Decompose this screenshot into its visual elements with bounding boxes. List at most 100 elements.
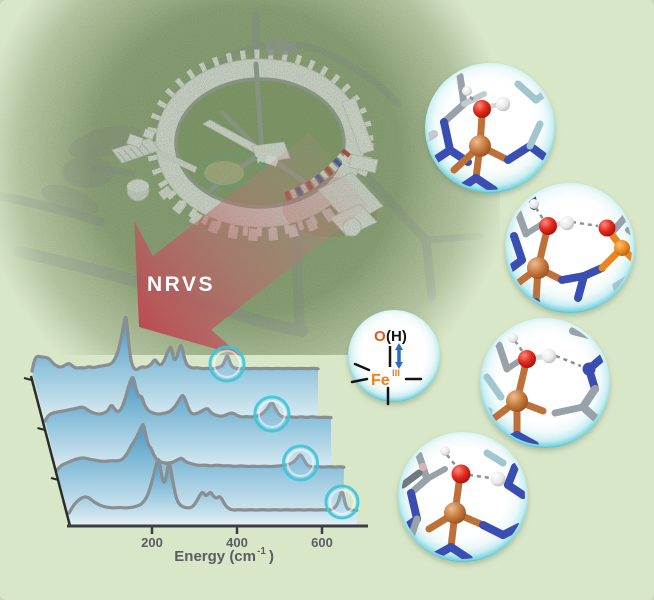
fe-atom <box>506 390 528 412</box>
highlight-circle-2 <box>253 395 291 433</box>
n-stick <box>513 431 539 445</box>
highlight-circle-inner-1 <box>213 350 242 378</box>
molecule-bubble-1-fe-oh-site <box>425 63 555 193</box>
c-stick <box>593 321 607 341</box>
t-stick <box>483 373 505 401</box>
plot-axes: 200 400 600 Energy (cm -1 ) <box>23 375 368 565</box>
spectrum-1-back-fill <box>32 317 318 427</box>
nrvs-label: NRVS <box>147 273 215 296</box>
hydrogen-bond-dash <box>468 473 492 480</box>
molecule-model <box>401 446 525 559</box>
h-atom <box>559 215 575 231</box>
y-axis-ticks <box>23 377 59 481</box>
bubble-sphere <box>425 63 555 193</box>
h-atom <box>440 446 450 456</box>
n-stick <box>447 543 473 559</box>
hydrogen-bond-dash <box>446 454 457 467</box>
spectra-series <box>30 315 359 526</box>
bubble-sphere <box>480 318 610 448</box>
grain-texture <box>0 0 500 355</box>
highlight-circle-inner-4 <box>328 489 355 515</box>
h-atom <box>508 333 518 343</box>
o-atom <box>473 100 491 118</box>
spectrum-2-fill <box>45 377 331 477</box>
spectrum-3-curve <box>55 422 346 472</box>
cl-stick <box>461 91 487 107</box>
spectrum-4-front-fill <box>69 459 357 526</box>
n-stick <box>504 142 534 164</box>
nrvs-arrow: NRVS <box>134 132 369 357</box>
x-axis-title-suffix: ) <box>269 548 274 565</box>
spectrum-4-front-curve <box>67 457 359 515</box>
o-atom <box>598 219 616 237</box>
p-atom <box>614 240 630 256</box>
x-tick-label-400: 400 <box>226 535 248 550</box>
spectrum-1-back-curve <box>30 315 320 373</box>
n-stick <box>499 523 523 539</box>
o-atom <box>451 464 471 484</box>
schematic-bubble-sphere <box>348 310 440 402</box>
schematic-oxidation-state: III <box>392 368 400 379</box>
hydrogen-bond-dash <box>534 207 545 220</box>
x-tick-label-200: 200 <box>141 535 163 550</box>
fe-oh-schematic-bubble: O (H) Fe III <box>348 310 440 406</box>
t-stick <box>526 120 544 150</box>
synchrotron-facility-illustration <box>0 0 500 355</box>
n-stick <box>440 118 454 154</box>
x-axis-ticks <box>150 526 324 534</box>
highlight-circle-inner-2 <box>257 400 286 428</box>
c-stick <box>551 403 587 417</box>
n-stick <box>514 298 540 310</box>
fe-atom <box>527 257 549 279</box>
highlight-circle-inner-3 <box>286 449 315 477</box>
h-atom <box>490 471 506 487</box>
x-axis-title: Energy (cm -1 ) <box>174 546 274 565</box>
spectrum-2-curve <box>43 375 333 423</box>
c-stick <box>514 208 530 238</box>
c-stick <box>440 100 468 126</box>
n-stick <box>504 463 519 489</box>
o-atom <box>518 350 536 368</box>
highlight-circle-3 <box>282 444 319 482</box>
peak-highlight-circles <box>208 345 360 520</box>
cl-stick <box>428 130 438 146</box>
n-stick <box>407 489 421 523</box>
spectrum-3-fill <box>57 424 344 526</box>
molecule-bubble-2-fe-oh-phosphate-site <box>505 183 635 313</box>
n-stick <box>574 272 588 302</box>
fe-atom <box>444 502 466 524</box>
h-atom <box>495 96 511 112</box>
stretch-vibration-arrow-icon <box>395 343 403 369</box>
n-atom <box>582 362 596 376</box>
molecule-bubble-4-fe-o-site <box>398 432 528 562</box>
o-atom-faint <box>419 463 427 471</box>
x-axis-title-superscript: -1 <box>257 546 266 557</box>
molecule-bubble-3-fe-oh-amine-site <box>480 318 610 448</box>
schematic-h-label: (H) <box>386 328 407 345</box>
h-atom <box>541 348 557 364</box>
schematic-fe-label: Fe <box>371 372 390 389</box>
t-stick <box>514 80 540 104</box>
h-atom <box>529 199 539 209</box>
molecule-bubbles <box>398 63 635 562</box>
t-stick <box>483 449 507 467</box>
highlight-circle-1 <box>208 345 246 383</box>
x-axis-title-prefix: Energy (cm <box>174 548 256 565</box>
x-tick-label-600: 600 <box>311 535 333 550</box>
dk-stick <box>401 469 423 489</box>
h-atom <box>462 86 472 96</box>
n-stick <box>510 232 526 264</box>
nrvs-spectra-plot: 200 400 600 Energy (cm -1 ) <box>23 315 368 565</box>
fe-ligand-bond-lines <box>350 362 423 406</box>
molecule-model <box>483 321 607 445</box>
c-stick <box>495 341 511 373</box>
fe-atom <box>469 135 491 157</box>
n-stick <box>472 174 498 190</box>
y-axis-line <box>29 375 72 527</box>
c-stick <box>456 72 468 108</box>
o-atom <box>539 217 557 235</box>
hydrogen-bond-dash <box>513 340 525 353</box>
schematic-o-label: O <box>374 328 386 345</box>
bubble-sphere <box>398 432 528 562</box>
